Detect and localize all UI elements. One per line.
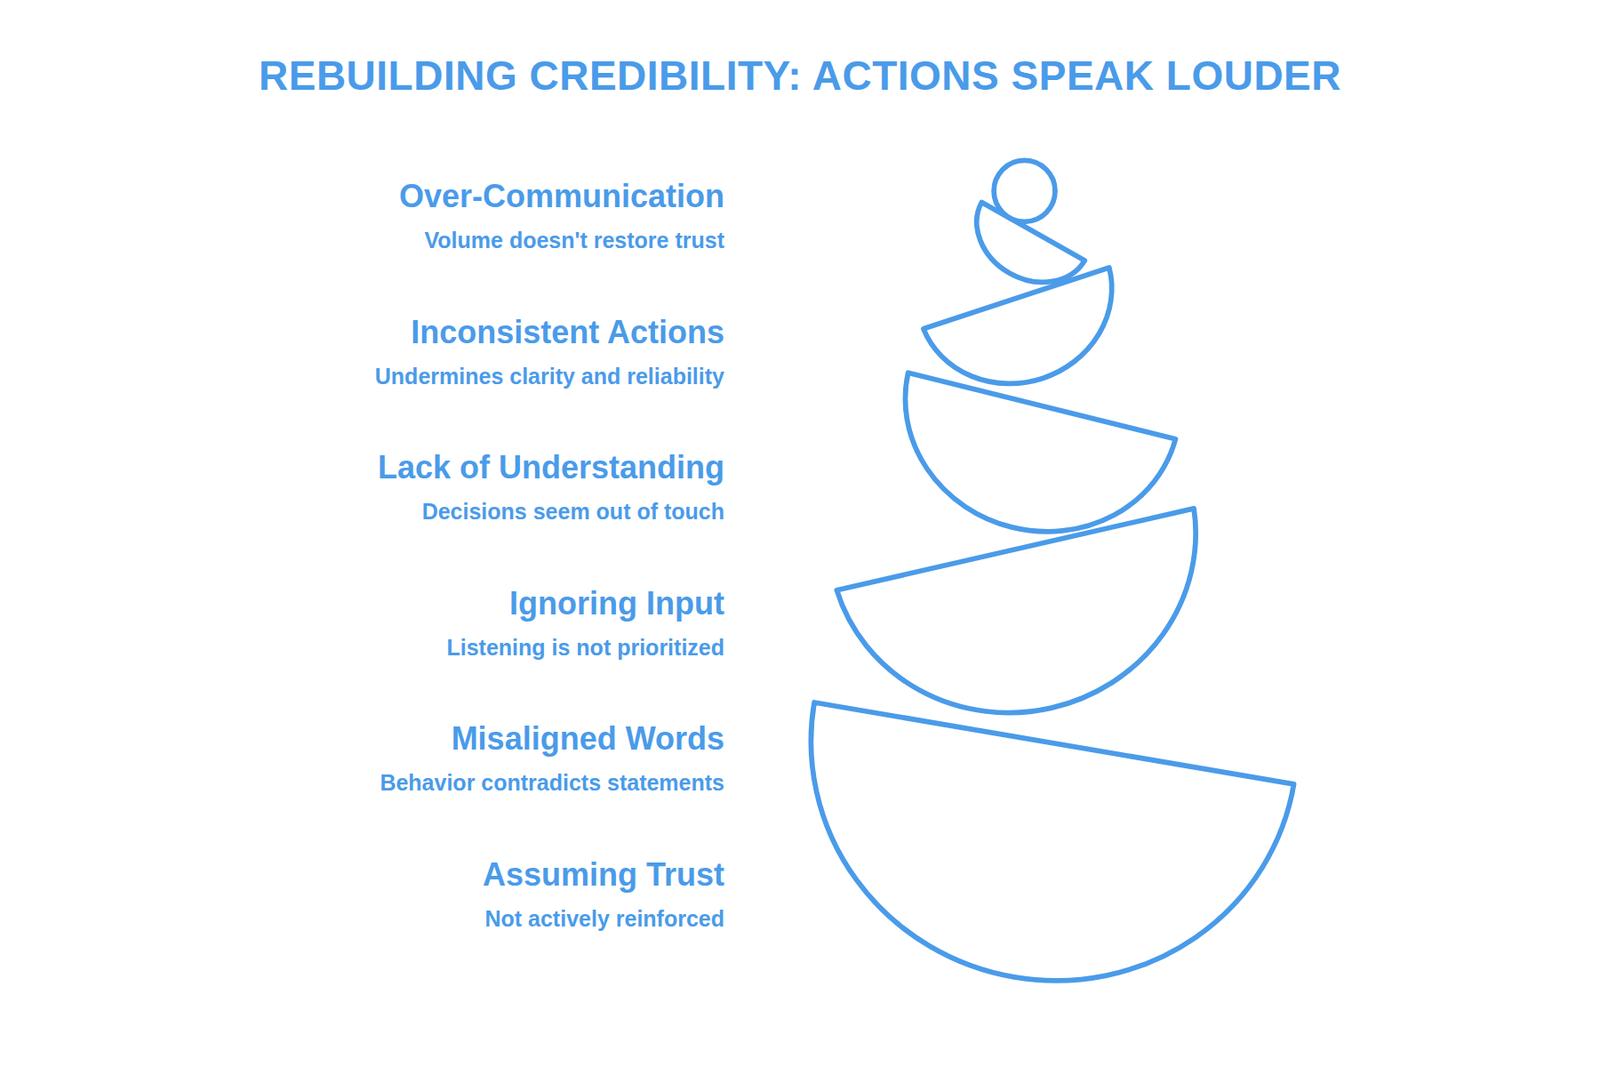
pitfall-heading: Inconsistent Actions (410, 313, 725, 352)
pitfall-heading: Assuming Trust (482, 856, 725, 894)
pitfall-heading: Over-Communication (399, 177, 725, 216)
bowl (836, 508, 1196, 713)
pitfall-description: Undermines clarity and reliability (375, 363, 725, 390)
bowl (904, 372, 1176, 532)
bowl (810, 702, 1294, 981)
pitfall-heading: Lack of Understanding (377, 448, 725, 487)
pitfall-description: Decisions seem out of touch (422, 498, 725, 525)
pitfall-heading: Ignoring Input (509, 584, 725, 623)
pitfall-description: Behavior contradicts statements (379, 769, 725, 796)
pitfall-description: Not actively reinforced (484, 905, 725, 932)
pitfall-heading: Misaligned Words (451, 720, 725, 758)
pitfall-description: Listening is not prioritized (447, 634, 726, 661)
ball (993, 160, 1056, 222)
bowl (923, 267, 1112, 384)
diagram-title: REBUILDING CREDIBILITY: ACTIONS SPEAK LO… (0, 51, 1600, 100)
pitfall-description: Volume doesn't restore trust (424, 227, 726, 254)
